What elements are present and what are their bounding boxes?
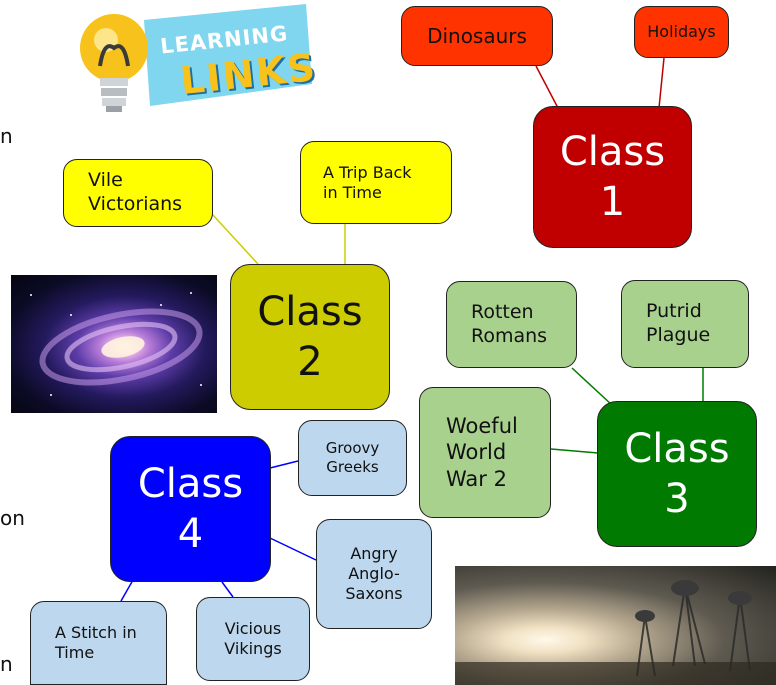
class-2-node[interactable]: Class 2 xyxy=(230,264,390,410)
topic-label: Vicious xyxy=(224,619,282,638)
topic-vicious-vikings[interactable]: Vicious Vikings xyxy=(196,597,310,681)
topic-label: Angry xyxy=(350,544,398,563)
class-1-node[interactable]: Class 1 xyxy=(533,106,692,248)
tripod-scene-image xyxy=(455,566,776,685)
topic-label: Woeful xyxy=(446,414,518,439)
connector-class3-romans xyxy=(571,367,613,406)
topic-rotten-romans[interactable]: Rotten Romans xyxy=(446,281,577,368)
connector-class3-ww2 xyxy=(550,448,599,454)
topic-label: Rotten xyxy=(471,300,534,323)
class-title: Class xyxy=(624,426,730,472)
topic-holidays[interactable]: Holidays xyxy=(634,6,729,58)
class-4-node[interactable]: Class 4 xyxy=(110,436,271,582)
topic-label: A Stitch in xyxy=(55,623,137,642)
topic-label: Dinosaurs xyxy=(427,23,527,48)
connector-class1-holidays xyxy=(658,57,665,109)
topic-label: Time xyxy=(55,643,95,662)
topic-label: in Time xyxy=(323,182,382,202)
topic-label: Holidays xyxy=(647,22,716,41)
topic-vile-victorians[interactable]: Vile Victorians xyxy=(63,159,213,227)
class-number: 3 xyxy=(664,476,690,522)
class-number: 1 xyxy=(599,179,626,225)
topic-label: Anglo- xyxy=(348,564,400,583)
galaxy-image xyxy=(11,275,217,413)
topic-label: War 2 xyxy=(446,466,507,491)
topic-angry-anglo-saxons[interactable]: Angry Anglo- Saxons xyxy=(316,519,432,629)
topic-label: Romans xyxy=(471,324,548,347)
topic-label: Vile xyxy=(88,169,123,192)
class-title: Class xyxy=(559,129,666,175)
connector-class4-saxons xyxy=(269,537,317,561)
class-title: Class xyxy=(257,289,363,335)
connector-class4-vikings xyxy=(221,581,234,598)
learning-links-logo: LEARNING LINKS xyxy=(74,2,319,114)
connector-class1-dinosaurs xyxy=(535,65,559,109)
topic-label: Plague xyxy=(646,324,711,346)
topic-label: World xyxy=(446,440,507,465)
connector-class4-greeks xyxy=(269,460,299,469)
edge-text-fragment: on xyxy=(0,506,25,530)
topic-a-stitch-in-time[interactable]: A Stitch in Time xyxy=(30,601,167,685)
topic-label: Greeks xyxy=(326,458,379,476)
topic-label: Putrid xyxy=(646,300,702,323)
class-number: 4 xyxy=(177,511,204,557)
topic-a-trip-back-in-time[interactable]: A Trip Back in Time xyxy=(300,141,452,224)
edge-text-fragment: n xyxy=(0,652,13,676)
edge-text-fragment: n xyxy=(0,124,13,148)
class-3-node[interactable]: Class 3 xyxy=(597,401,757,547)
class-title: Class xyxy=(137,461,244,507)
connector-class2-victorians xyxy=(211,213,259,265)
topic-label: Vikings xyxy=(224,639,282,658)
class-number: 2 xyxy=(297,339,323,385)
topic-putrid-plague[interactable]: Putrid Plague xyxy=(621,280,749,368)
connector-class4-stitch xyxy=(120,579,134,602)
topic-groovy-greeks[interactable]: Groovy Greeks xyxy=(298,420,407,496)
topic-label: Saxons xyxy=(345,584,403,603)
lightbulb-icon xyxy=(80,4,312,112)
topic-dinosaurs[interactable]: Dinosaurs xyxy=(401,6,553,66)
topic-woeful-world-war-2[interactable]: Woeful World War 2 xyxy=(419,387,551,518)
topic-label: A Trip Back xyxy=(323,162,412,182)
topic-label: Victorians xyxy=(88,193,183,215)
topic-label: Groovy xyxy=(325,439,380,458)
